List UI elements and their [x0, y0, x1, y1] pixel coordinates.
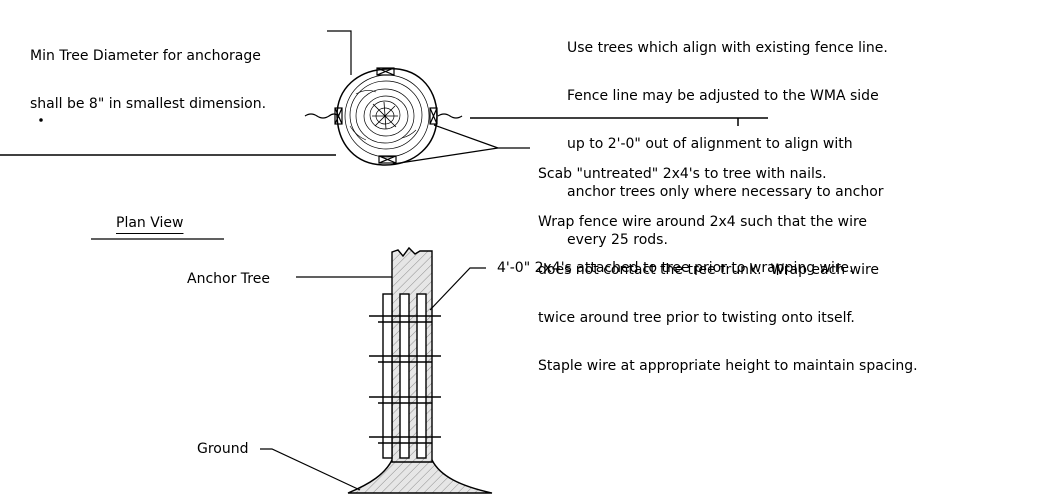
plan-view — [0, 30, 768, 240]
scab-line-1: Scab "untreated" 2x4's to tree with nail… — [538, 166, 827, 182]
boards-leader — [429, 267, 486, 311]
ground-label: Ground — [197, 441, 249, 457]
scab-line-4: twice around tree prior to twisting onto… — [538, 310, 855, 326]
min-diameter-leader — [327, 30, 352, 75]
scab-bottom — [378, 155, 397, 164]
alignment-line-1: Use trees which align with existing fenc… — [567, 40, 888, 56]
stray-dot — [39, 118, 43, 122]
scab-leader — [392, 124, 530, 165]
min-diameter-note: Min Tree Diameter for anchorage shall be… — [30, 16, 266, 128]
scab-left — [334, 107, 343, 125]
anchor-tree-label: Anchor Tree — [187, 271, 270, 287]
plan-view-title: Plan View — [116, 215, 184, 231]
wire-left — [304, 113, 340, 119]
alignment-note: Use trees which align with existing fenc… — [567, 8, 888, 264]
wire-wraps — [369, 315, 441, 444]
min-diameter-line-1: Min Tree Diameter for anchorage — [30, 48, 261, 64]
scab-line-5: Staple wire at appropriate height to mai… — [538, 358, 918, 374]
boards-note: 4'-0" 2x4's attached to tree prior to wr… — [497, 260, 854, 276]
scab-line-2: Wrap fence wire around 2x4 such that the… — [538, 214, 868, 230]
board-center — [399, 293, 410, 459]
ground-leader — [260, 448, 361, 491]
scab-boards — [334, 67, 438, 164]
alignment-line-4: anchor trees only where necessary to anc… — [567, 184, 884, 200]
tree-bark — [336, 68, 438, 166]
ground-flare — [347, 459, 493, 494]
elevation-view — [260, 246, 493, 494]
alignment-line-2: Fence line may be adjusted to the WMA si… — [567, 88, 879, 104]
wire-right — [437, 113, 463, 119]
scab-right — [429, 107, 438, 125]
scab-note: Scab "untreated" 2x4's to tree with nail… — [538, 134, 918, 390]
min-diameter-line-2: shall be 8" in smallest dimension. — [30, 96, 267, 112]
alignment-line-3: up to 2'-0" out of alignment to align wi… — [567, 136, 853, 152]
scab-top — [376, 67, 395, 76]
board-left — [382, 293, 393, 459]
tree-cross-section — [336, 68, 438, 166]
board-right — [416, 293, 427, 459]
alignment-line-5: every 25 rods. — [567, 232, 668, 248]
scab-line-3: does not contact the tree trunk. Wrap ea… — [538, 262, 880, 278]
